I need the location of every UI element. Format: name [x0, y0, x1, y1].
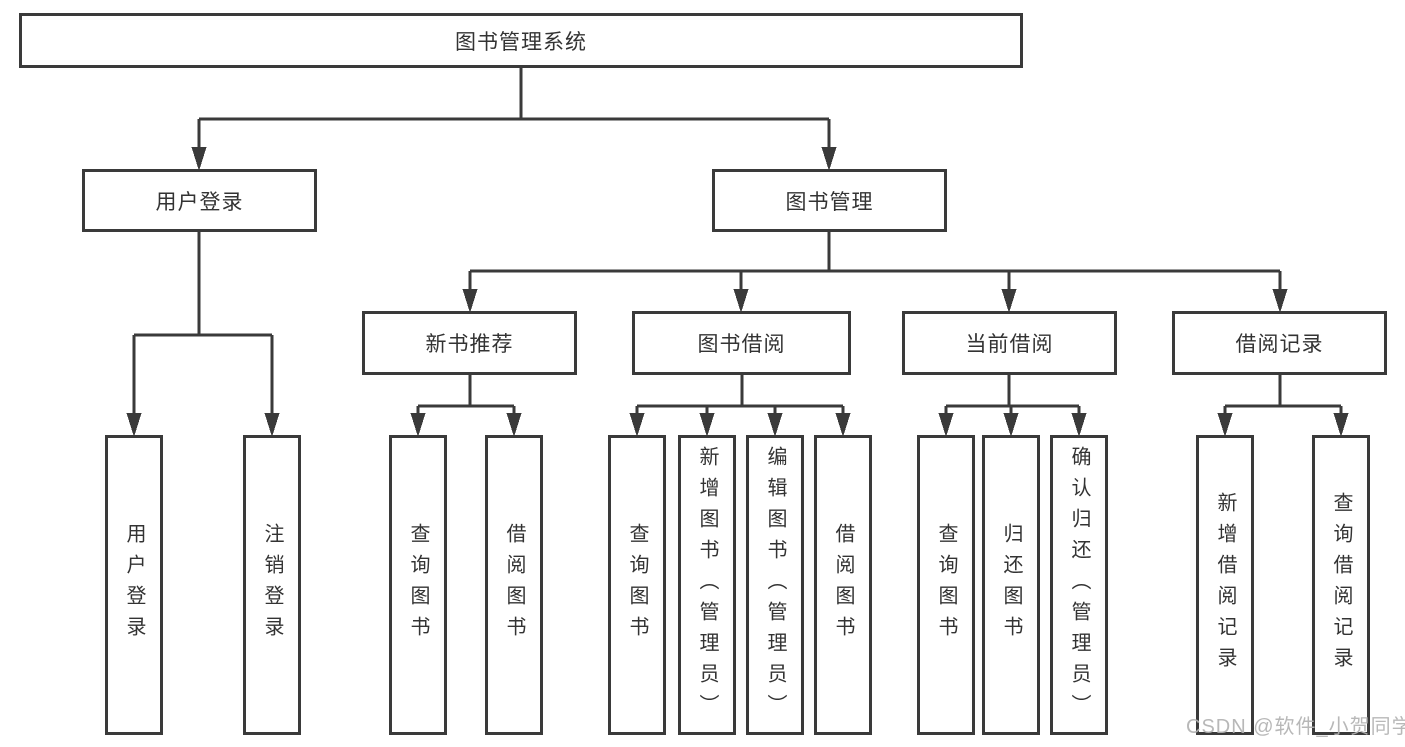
arrowhead-icon [821, 147, 837, 171]
leaf-query-books-recommend: 查询图书 [389, 435, 447, 735]
leaf-confirm-return-admin: 确认归还（管理员） [1050, 435, 1108, 735]
node-book-management: 图书管理 [712, 169, 947, 232]
leaf-query-books-current-label: 查询图书 [935, 523, 957, 647]
leaf-query-books-current: 查询图书 [917, 435, 975, 735]
node-user-login-label: 用户登录 [155, 190, 244, 214]
node-user-login: 用户登录 [82, 169, 317, 232]
leaf-edit-books-admin: 编辑图书（管理员） [746, 435, 804, 735]
leaf-query-borrow-record-label: 查询借阅记录 [1330, 492, 1352, 678]
node-current-borrowing-label: 当前借阅 [965, 333, 1054, 356]
arrowhead-icon [1217, 413, 1233, 437]
node-book-management-label: 图书管理 [785, 190, 874, 214]
arrowhead-icon [938, 413, 954, 437]
node-library-system: 图书管理系统 [19, 13, 1023, 68]
leaf-borrow-books-recommend-label: 借阅图书 [503, 523, 525, 647]
leaf-borrow-books-recommend: 借阅图书 [485, 435, 543, 735]
arrowhead-icon [767, 413, 783, 437]
node-borrowing-records: 借阅记录 [1172, 311, 1387, 375]
arrowhead-icon [1272, 289, 1288, 313]
node-book-borrowing: 图书借阅 [632, 311, 851, 375]
arrowhead-icon [1071, 413, 1087, 437]
leaf-query-books-borrowing-label: 查询图书 [626, 523, 648, 647]
leaf-borrow-books-borrowing-label: 借阅图书 [832, 523, 854, 647]
leaf-add-books-admin: 新增图书（管理员） [678, 435, 736, 735]
arrowhead-icon [462, 289, 478, 313]
arrowhead-icon [733, 289, 749, 313]
leaf-query-books-recommend-label: 查询图书 [407, 523, 429, 647]
arrowhead-icon [629, 413, 645, 437]
arrowhead-icon [191, 147, 207, 171]
node-new-book-recommend: 新书推荐 [362, 311, 577, 375]
leaf-query-borrow-record: 查询借阅记录 [1312, 435, 1370, 735]
arrowhead-icon [1001, 289, 1017, 313]
leaf-query-books-borrowing: 查询图书 [608, 435, 666, 735]
arrowhead-icon [1003, 413, 1019, 437]
arrowhead-icon [699, 413, 715, 437]
leaf-return-books: 归还图书 [982, 435, 1040, 735]
node-book-borrowing-label: 图书借阅 [697, 333, 786, 356]
node-borrowing-records-label: 借阅记录 [1235, 333, 1324, 356]
watermark-text: CSDN @软件_小贺同学 [1186, 716, 1405, 738]
arrowhead-icon [410, 413, 426, 437]
leaf-confirm-return-admin-label: 确认归还（管理员） [1068, 445, 1090, 725]
leaf-add-books-admin-label: 新增图书（管理员） [696, 445, 718, 725]
leaf-return-books-label: 归还图书 [1000, 523, 1022, 647]
arrowhead-icon [126, 413, 142, 437]
leaf-user-login: 用户登录 [105, 435, 163, 735]
leaf-user-login-label: 用户登录 [123, 523, 145, 647]
arrowhead-icon [835, 413, 851, 437]
node-library-system-label: 图书管理系统 [455, 30, 587, 54]
leaf-logout-label: 注销登录 [261, 523, 283, 647]
arrowhead-icon [264, 413, 280, 437]
arrowhead-icon [506, 413, 522, 437]
leaf-edit-books-admin-label: 编辑图书（管理员） [764, 445, 786, 725]
node-new-book-recommend-label: 新书推荐 [425, 333, 514, 356]
leaf-add-borrow-record-label: 新增借阅记录 [1214, 492, 1236, 678]
node-current-borrowing: 当前借阅 [902, 311, 1117, 375]
leaf-add-borrow-record: 新增借阅记录 [1196, 435, 1254, 735]
leaf-borrow-books-borrowing: 借阅图书 [814, 435, 872, 735]
leaf-logout: 注销登录 [243, 435, 301, 735]
arrowhead-icon [1333, 413, 1349, 437]
